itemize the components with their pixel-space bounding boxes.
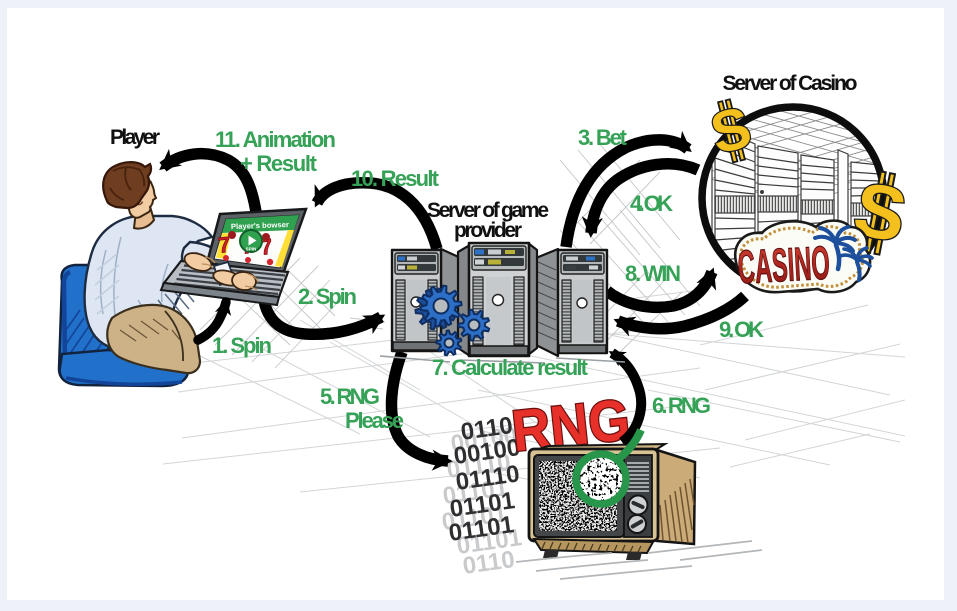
- svg-text:7: 7: [217, 232, 232, 258]
- svg-text:Please: Please: [345, 408, 404, 433]
- svg-text:8. WIN: 8. WIN: [625, 261, 681, 286]
- svg-text:4. OK: 4. OK: [630, 191, 673, 216]
- svg-text:6. RNG: 6. RNG: [652, 393, 711, 418]
- svg-text:11. Animation: 11. Animation: [215, 127, 336, 152]
- svg-text:3. Bet: 3. Bet: [578, 125, 628, 150]
- svg-text:Player: Player: [110, 126, 160, 149]
- svg-text:7. Calculate result: 7. Calculate result: [432, 355, 589, 380]
- svg-text:1. Spin: 1. Spin: [212, 333, 272, 358]
- svg-text:10. Result: 10. Result: [351, 166, 440, 191]
- svg-text:Server of Casino: Server of Casino: [723, 72, 858, 95]
- svg-text:CASINO: CASINO: [736, 236, 831, 294]
- svg-text:9. OK: 9. OK: [719, 317, 764, 342]
- svg-text:Server of game: Server of game: [427, 199, 549, 222]
- svg-text:SPIN: SPIN: [246, 247, 257, 252]
- svg-text:5. RNG: 5. RNG: [320, 384, 380, 409]
- svg-text:provider: provider: [454, 219, 522, 242]
- svg-text:Player's bowser: Player's bowser: [231, 220, 289, 231]
- svg-text:+ Result: + Result: [240, 151, 318, 176]
- svg-text:2. Spin: 2. Spin: [298, 284, 357, 309]
